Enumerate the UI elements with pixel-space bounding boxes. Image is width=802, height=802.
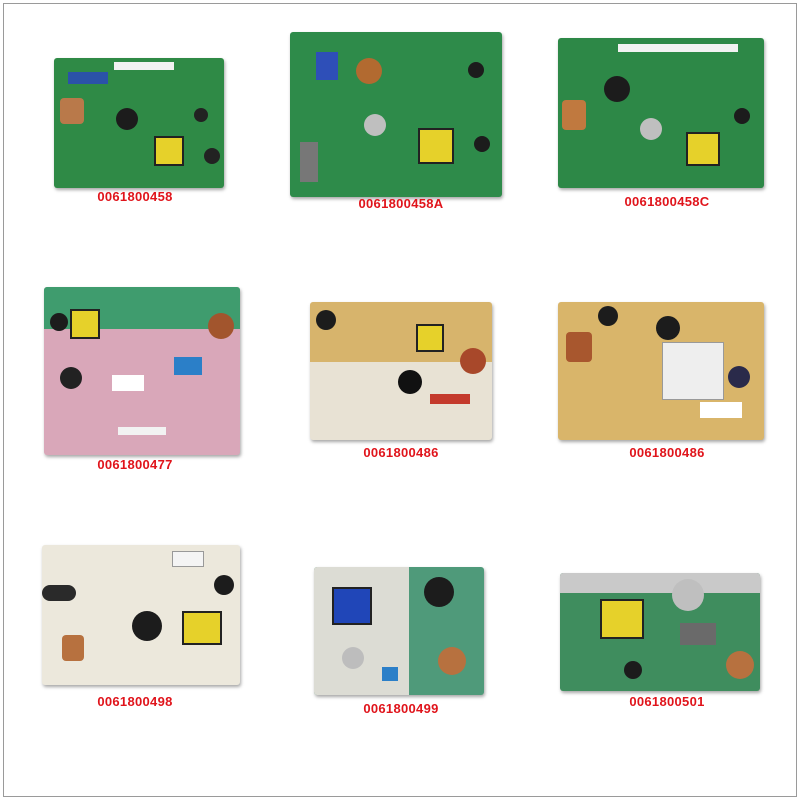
product-code: 0061800477 <box>97 457 173 472</box>
product-tile[interactable]: 0061800486 <box>534 287 800 553</box>
circuit-board-photo <box>558 302 764 440</box>
product-code: 0061800498 <box>97 694 173 709</box>
product-code: 0061800458C <box>624 194 710 209</box>
product-code: 0061800499 <box>363 701 439 716</box>
product-tile[interactable]: 0061800458C <box>534 20 800 286</box>
product-code: 0061800458A <box>358 196 444 211</box>
product-tile[interactable]: 0061800501 <box>534 533 800 799</box>
product-tile[interactable]: 0061800458A <box>268 20 534 286</box>
circuit-board-photo <box>558 38 764 188</box>
circuit-board-photo <box>54 58 224 188</box>
product-code: 0061800458 <box>97 189 173 204</box>
circuit-board-photo <box>44 287 240 455</box>
product-tile[interactable]: 0061800486 <box>268 287 534 553</box>
circuit-board-photo <box>290 32 502 197</box>
image-frame <box>3 3 797 797</box>
circuit-board-photo <box>42 545 240 685</box>
circuit-board-photo <box>314 567 484 695</box>
circuit-board-photo <box>310 302 492 440</box>
product-tile[interactable]: 0061800477 <box>2 287 268 553</box>
product-tile[interactable]: 0061800458 <box>2 20 268 286</box>
product-code: 0061800486 <box>363 445 439 460</box>
product-code: 0061800486 <box>629 445 705 460</box>
product-tile[interactable]: 0061800498 <box>2 533 268 799</box>
circuit-board-photo <box>560 573 760 691</box>
product-code: 0061800501 <box>629 694 705 709</box>
product-tile[interactable]: 0061800499 <box>268 533 534 799</box>
